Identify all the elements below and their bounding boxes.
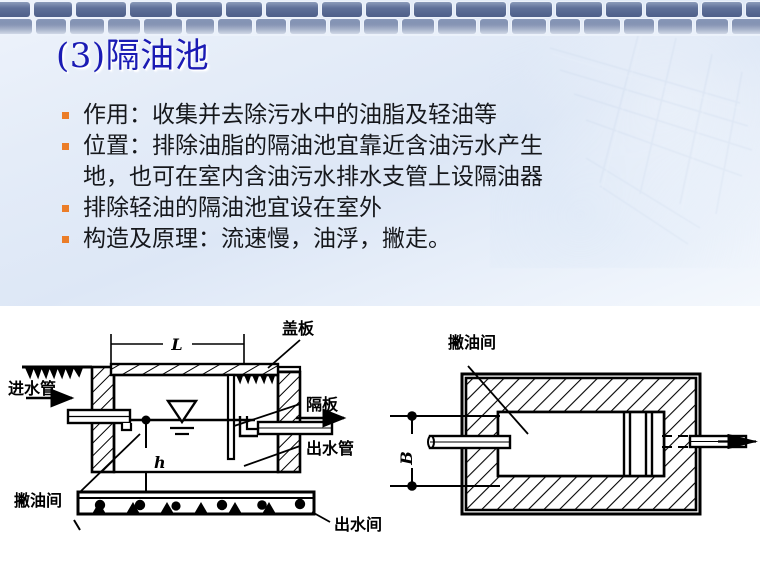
figure-panel: L — [0, 306, 760, 571]
inlet-pipe-element — [26, 388, 133, 432]
bullet-item: 地，也可在室内含油污水排水支管上设隔油器 — [62, 162, 722, 193]
bullet-text: 构造及原理：流速慢，油浮，撇走。 — [83, 226, 451, 252]
cover-plate-element — [109, 362, 280, 377]
ground-line-left — [22, 365, 92, 380]
bullet-marker-icon — [62, 205, 69, 212]
callout-cover-plate: 盖板 — [282, 319, 315, 338]
dimension-label-h: h — [154, 453, 166, 472]
plan-inlet-pipe — [427, 434, 512, 450]
section-leader-lines — [79, 339, 331, 523]
plan-inner-chamber — [496, 410, 666, 478]
bullet-list: 作用：收集并去除污水中的油脂及轻油等位置：排除油脂的隔油池宜靠近含油污水产生地，… — [62, 100, 722, 255]
brick-border-band — [0, 0, 760, 36]
plan-view: B 撇油间 — [390, 333, 759, 516]
page-title: (3)隔油池 — [56, 36, 210, 76]
section-view: L — [8, 319, 382, 534]
bullet-item: 作用：收集并去除污水中的油脂及轻油等 — [62, 100, 722, 131]
callout-baffle: 隔板 — [306, 395, 339, 414]
bullet-marker-icon — [62, 236, 69, 243]
callout-outlet-room: 出水间 — [334, 515, 382, 534]
bullet-text: 排除轻油的隔油池宜设在室外 — [83, 195, 382, 221]
bullet-marker-icon — [62, 143, 69, 150]
dimension-B: B — [390, 411, 500, 491]
plan-outlet-centerline — [662, 435, 688, 448]
bullet-text: 位置：排除油脂的隔油池宜靠近含油污水产生 — [83, 133, 543, 159]
baffle-element — [226, 373, 236, 461]
plan-partitions — [622, 412, 654, 476]
bullet-text: 作用：收集并去除污水中的油脂及轻油等 — [83, 102, 497, 128]
bullet-marker-icon — [62, 112, 69, 119]
bullet-item: 位置：排除油脂的隔油池宜靠近含油污水产生 — [62, 131, 722, 162]
callout-skim-room: 撇油间 — [14, 491, 62, 510]
plan-outlet-pipe — [662, 433, 759, 450]
bullet-text: 地，也可在室内含油污水排水支管上设隔油器 — [83, 164, 543, 190]
bullet-item: 构造及原理：流速慢，油浮，撇走。 — [62, 224, 722, 255]
bullet-item: 排除轻油的隔油池宜设在室外 — [62, 193, 722, 224]
outlet-pipe-element — [238, 408, 347, 438]
plan-leader-skim-room — [467, 365, 529, 435]
oil-separator-diagram: L — [0, 306, 760, 571]
plan-inlet-centerline — [468, 435, 494, 449]
dimension-label-B: B — [397, 451, 416, 466]
slide-header-panel: (3)隔油池 作用：收集并去除污水中的油脂及轻油等位置：排除油脂的隔油池宜靠近含… — [0, 0, 760, 306]
callout-inlet-pipe: 进水管 — [8, 379, 56, 398]
callout-skim-room-plan: 撇油间 — [448, 333, 496, 352]
water-level-symbol — [114, 399, 255, 436]
callout-outlet-pipe: 出水管 — [306, 439, 354, 458]
brick-band-fade — [0, 0, 760, 36]
bottom-slab — [73, 490, 316, 531]
dimension-label-L: L — [170, 335, 182, 354]
